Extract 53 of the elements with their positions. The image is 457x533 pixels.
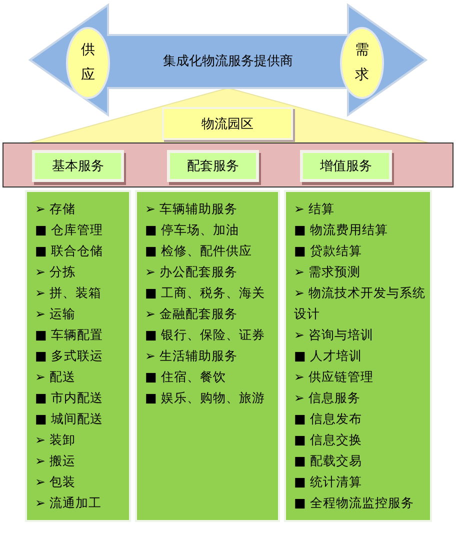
- list-item: ➢ 需求预测: [294, 263, 360, 281]
- list-item: ■ 统计清算: [294, 473, 362, 491]
- list-item: ➢ 装卸: [35, 431, 76, 449]
- list-item: ➢ 车辆辅助服务: [145, 200, 238, 218]
- list-item: ➢ 存储: [35, 200, 76, 218]
- list-item: ■ 信息交换: [294, 431, 362, 449]
- list-item: ➢ 包装: [35, 473, 76, 491]
- list-item: ■ 全程物流监控服务: [294, 494, 414, 512]
- list-item: ■ 车辆配置: [35, 326, 103, 344]
- process-box: [162, 107, 293, 140]
- list-item: ■ 住宿、餐饮: [145, 368, 226, 386]
- list-item: ■ 配载交易: [294, 452, 362, 470]
- list-item: ➢ 结算: [294, 200, 334, 218]
- node-label: 配套服务: [187, 158, 239, 175]
- node-label: 增值服务: [320, 158, 372, 175]
- list-item: ➢ 流通加工: [35, 494, 102, 512]
- header-box: [167, 150, 259, 182]
- list-item: ■ 信息发布: [294, 410, 362, 428]
- node-label: 物流园区: [202, 116, 254, 132]
- list-item: ■ 人才培训: [294, 347, 362, 365]
- list-item: ■ 物流费用结算: [294, 221, 388, 239]
- list-item: ■ 工商、税务、海关: [145, 284, 265, 302]
- node-label: 需求: [355, 40, 369, 85]
- list-item: ■ 检修、配件供应: [145, 242, 252, 260]
- list-item: ■ 城间配送: [35, 410, 103, 428]
- list-item: ■ 银行、保险、证券: [145, 326, 265, 344]
- list-item: ➢ 搬运: [35, 452, 76, 470]
- list-item: ➢ 供应链管理: [294, 368, 374, 386]
- service-column: [284, 190, 432, 522]
- list-item: ■ 仓库管理: [35, 221, 103, 239]
- service-column: [135, 190, 280, 522]
- node-label: 集成化物流服务提供商: [163, 53, 293, 70]
- node-label: 基本服务: [52, 158, 104, 175]
- list-item: ➢ 金融配套服务: [145, 305, 238, 323]
- service-column: [25, 190, 131, 522]
- list-item: ■ 联合仓储: [35, 242, 103, 260]
- list-item: ➢ 配送: [35, 368, 76, 386]
- list-item: ➢ 拼、装箱: [35, 284, 102, 302]
- list-item: ➢ 办公配套服务: [145, 263, 238, 281]
- list-item: ➢ 生活辅助服务: [145, 347, 238, 365]
- header-box: [32, 150, 124, 182]
- list-item: ■ 贷款结算: [294, 242, 362, 260]
- list-item: ➢ 物流技术开发与系统设计: [294, 284, 426, 323]
- list-item: ➢ 信息服务: [294, 389, 360, 407]
- header-box: [300, 150, 392, 182]
- list-item: ➢ 咨询与培训: [294, 326, 374, 344]
- list-item: ■ 停车场、加油: [145, 221, 239, 239]
- list-item: ■ 娱乐、购物、旅游: [145, 389, 265, 407]
- list-item: ➢ 分拣: [35, 263, 76, 281]
- list-item: ■ 市内配送: [35, 389, 103, 407]
- node-label: 供应: [81, 40, 95, 85]
- list-item: ■ 多式联运: [35, 347, 103, 365]
- list-item: ➢ 运输: [35, 305, 76, 323]
